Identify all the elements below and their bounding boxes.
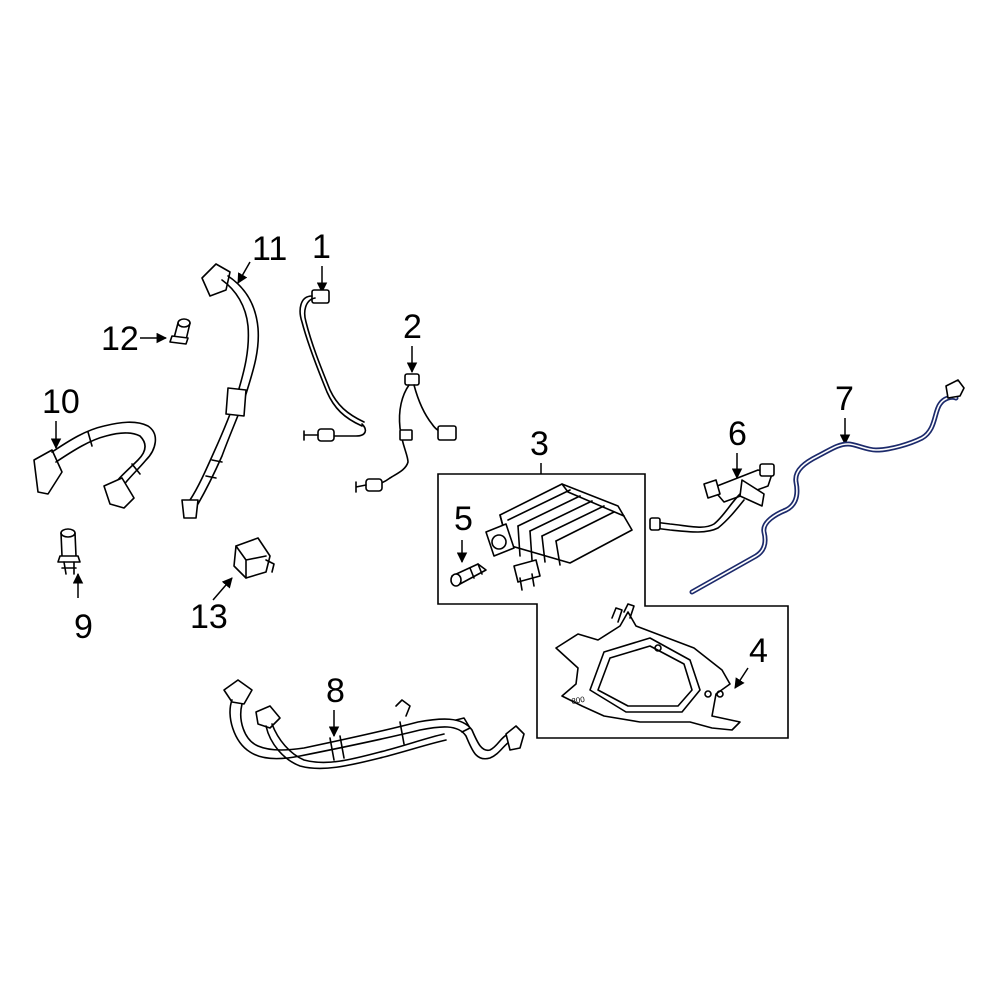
callout-9[interactable]: 9 xyxy=(74,608,93,646)
part-9-fitting[interactable] xyxy=(57,528,81,575)
part-11-hose[interactable] xyxy=(181,263,260,519)
callout-1[interactable]: 1 xyxy=(312,228,331,266)
part-1-oxygen-sensor[interactable] xyxy=(299,289,367,442)
callout-12[interactable]: 12 xyxy=(101,320,139,358)
leader-lines xyxy=(50,261,851,738)
svg-text:800: 800 xyxy=(571,695,586,706)
callout-7[interactable]: 7 xyxy=(835,380,854,418)
part-5-valve[interactable] xyxy=(450,563,487,587)
callout-10[interactable]: 10 xyxy=(42,383,80,421)
part-6-purge-valve[interactable] xyxy=(649,463,775,533)
part-12-fitting[interactable] xyxy=(169,318,191,345)
leader-13 xyxy=(212,577,233,601)
part-3-charcoal-canister[interactable] xyxy=(485,483,633,591)
callout-11[interactable]: 11 xyxy=(252,230,287,268)
callout-6[interactable]: 6 xyxy=(728,415,747,453)
part-13-connector[interactable] xyxy=(233,537,275,579)
leader-4 xyxy=(734,667,749,689)
callout-13[interactable]: 13 xyxy=(190,598,228,636)
callout-2[interactable]: 2 xyxy=(403,308,422,346)
part-7-vapor-tube[interactable] xyxy=(689,379,965,595)
part-4-bracket[interactable]: 800 xyxy=(555,603,741,731)
part-10-hose[interactable] xyxy=(33,421,157,509)
assembly-group-box xyxy=(437,473,789,739)
part-2-oxygen-sensor[interactable] xyxy=(355,373,457,493)
callout-8[interactable]: 8 xyxy=(326,672,345,710)
callout-4[interactable]: 4 xyxy=(749,632,768,670)
leader-11 xyxy=(237,261,251,284)
part-8-vapor-line-assembly[interactable] xyxy=(223,679,525,770)
callout-3[interactable]: 3 xyxy=(530,425,549,463)
callout-5[interactable]: 5 xyxy=(454,500,473,538)
